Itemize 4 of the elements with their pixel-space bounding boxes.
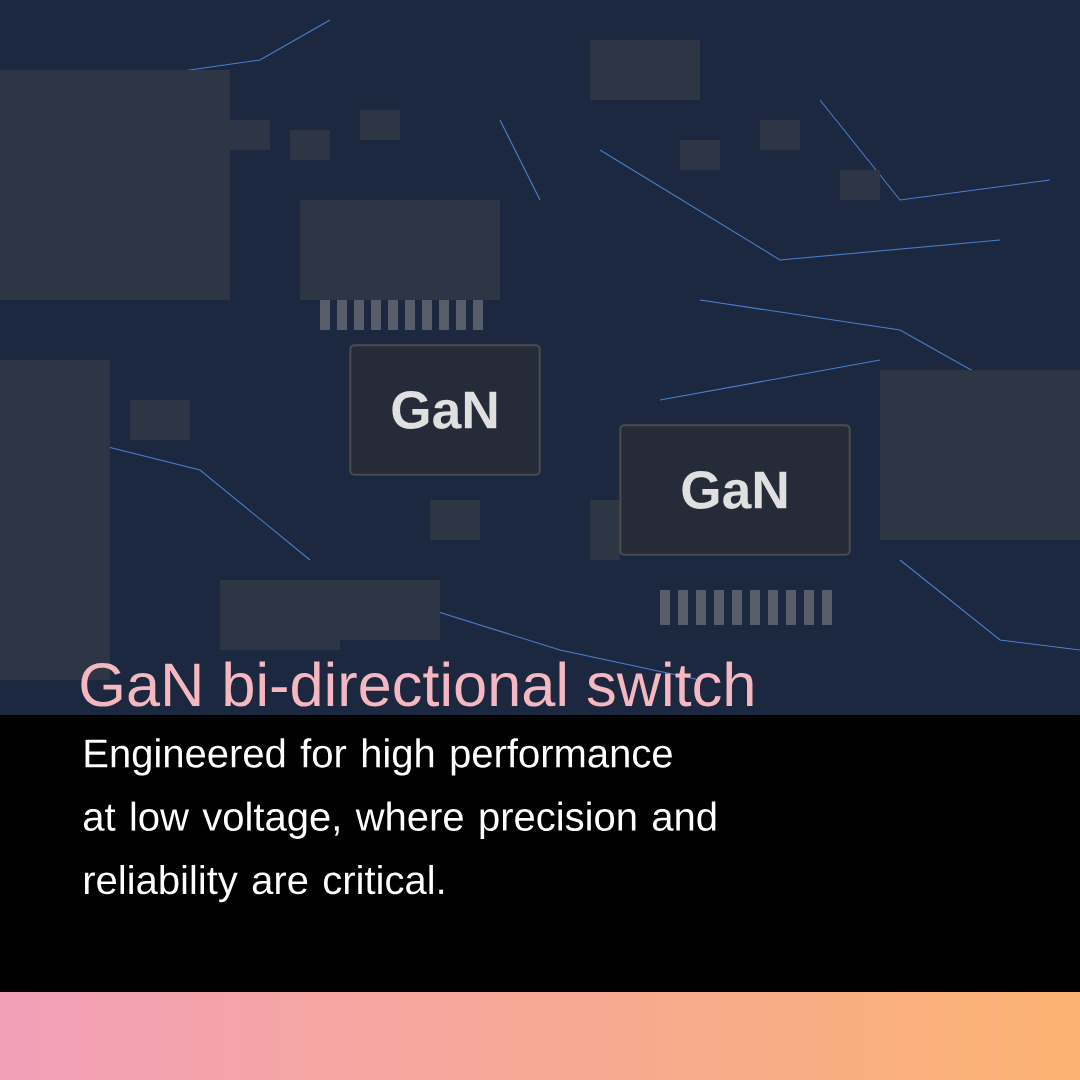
chip: GaN — [619, 424, 851, 556]
chip: GaN — [349, 344, 541, 476]
title: GaN bi-directional switch — [81, 661, 753, 707]
description: Engineered for high performance at low voltage, where precision and reliability are critical. — [83, 738, 716, 903]
